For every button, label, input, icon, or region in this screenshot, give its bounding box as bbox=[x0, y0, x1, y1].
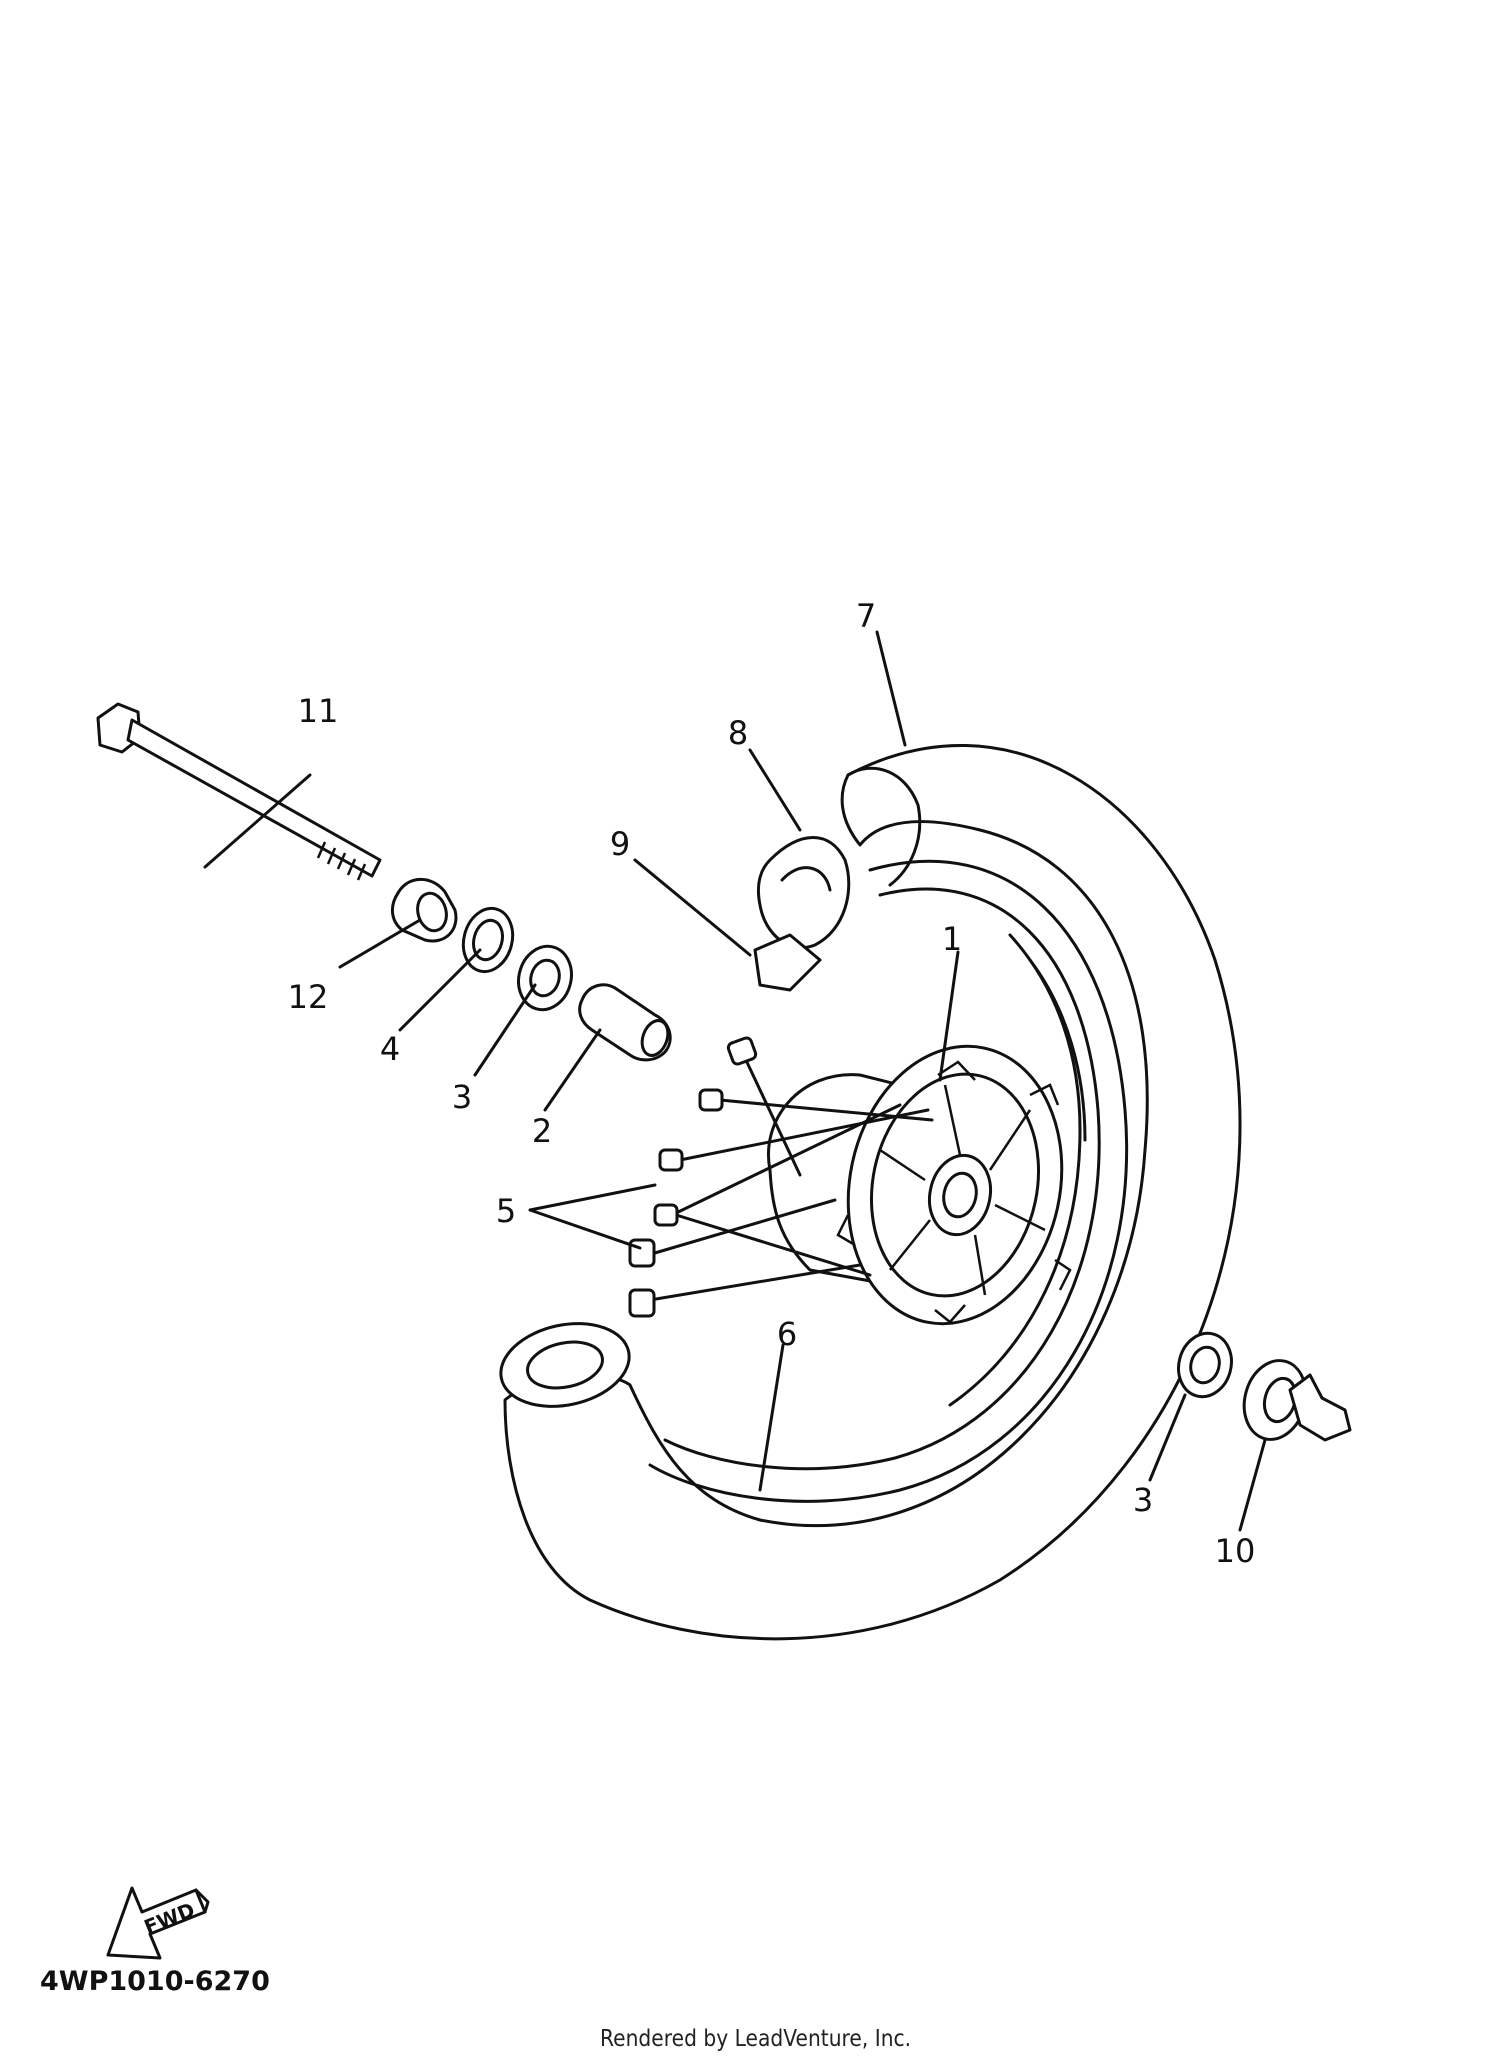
axle-part-11 bbox=[96, 702, 382, 881]
tube-part-8 bbox=[756, 836, 851, 950]
spokes-part-5 bbox=[628, 1036, 934, 1318]
callout-12: 12 bbox=[288, 978, 329, 1016]
callout-11: 11 bbox=[298, 692, 339, 730]
leader-lines bbox=[203, 630, 1267, 1532]
drawing-code: 4WP1010-6270 bbox=[40, 1966, 270, 1997]
callout-6: 6 bbox=[777, 1315, 797, 1353]
callouts: 1 2 3 3 4 5 6 7 8 9 10 11 12 bbox=[288, 597, 1256, 1570]
rim-part-6 bbox=[648, 859, 1129, 1503]
bearing-part-3-left bbox=[517, 944, 573, 1012]
callout-3-left: 3 bbox=[452, 1078, 472, 1116]
meter-gear-part-10 bbox=[1242, 1359, 1352, 1442]
callout-3-right: 3 bbox=[1133, 1481, 1153, 1519]
callout-10: 10 bbox=[1215, 1532, 1256, 1570]
hub-part-1 bbox=[767, 1044, 1072, 1326]
callout-1: 1 bbox=[942, 920, 962, 958]
callout-4: 4 bbox=[380, 1030, 400, 1068]
bearing-part-3-right bbox=[1177, 1331, 1233, 1399]
tire-part-7 bbox=[499, 744, 1242, 1641]
fwd-arrow-icon: FWD bbox=[106, 1886, 210, 1960]
callout-2: 2 bbox=[532, 1112, 552, 1150]
callout-7: 7 bbox=[856, 597, 876, 635]
callout-9: 9 bbox=[610, 825, 630, 863]
callout-5: 5 bbox=[496, 1192, 516, 1230]
spacer-part-2 bbox=[578, 983, 672, 1062]
callout-8: 8 bbox=[728, 714, 748, 752]
rim-band-part-9 bbox=[753, 933, 822, 992]
render-credit: Rendered by LeadVenture, Inc. bbox=[600, 2026, 912, 2052]
